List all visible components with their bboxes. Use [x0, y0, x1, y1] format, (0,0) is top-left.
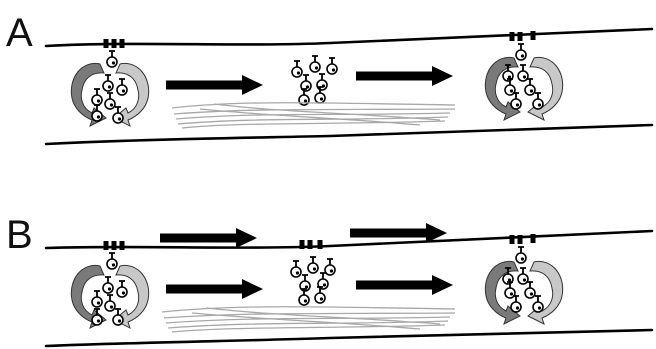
- vesicle-icon: [291, 257, 335, 305]
- vesicle-icon: [503, 44, 543, 109]
- vesicle-icon: [292, 56, 337, 105]
- panel-a-membrane-top: [46, 29, 652, 46]
- receptor-icon: [300, 240, 323, 249]
- panel-b: B: [6, 213, 652, 346]
- fiber-bundle: [172, 103, 455, 128]
- fiber-bundle: [162, 307, 455, 332]
- recycling-arrow-icon: [485, 57, 562, 120]
- vesicle-icon: [503, 247, 543, 312]
- receptor-icon: [510, 31, 536, 41]
- panel-a-label: A: [6, 11, 33, 55]
- receptor-icon: [104, 241, 125, 250]
- panel-a: A: [6, 11, 652, 144]
- recycling-arrow-icon: [485, 261, 562, 324]
- panel-a-membrane-bottom: [46, 125, 652, 144]
- receptor-icon: [104, 39, 125, 48]
- receptor-icon: [510, 234, 536, 244]
- panel-b-label: B: [6, 213, 33, 257]
- panel-b-membrane-bottom: [46, 330, 652, 346]
- transport-arrow-icon: [166, 66, 453, 95]
- panel-b-membrane-top: [46, 231, 652, 248]
